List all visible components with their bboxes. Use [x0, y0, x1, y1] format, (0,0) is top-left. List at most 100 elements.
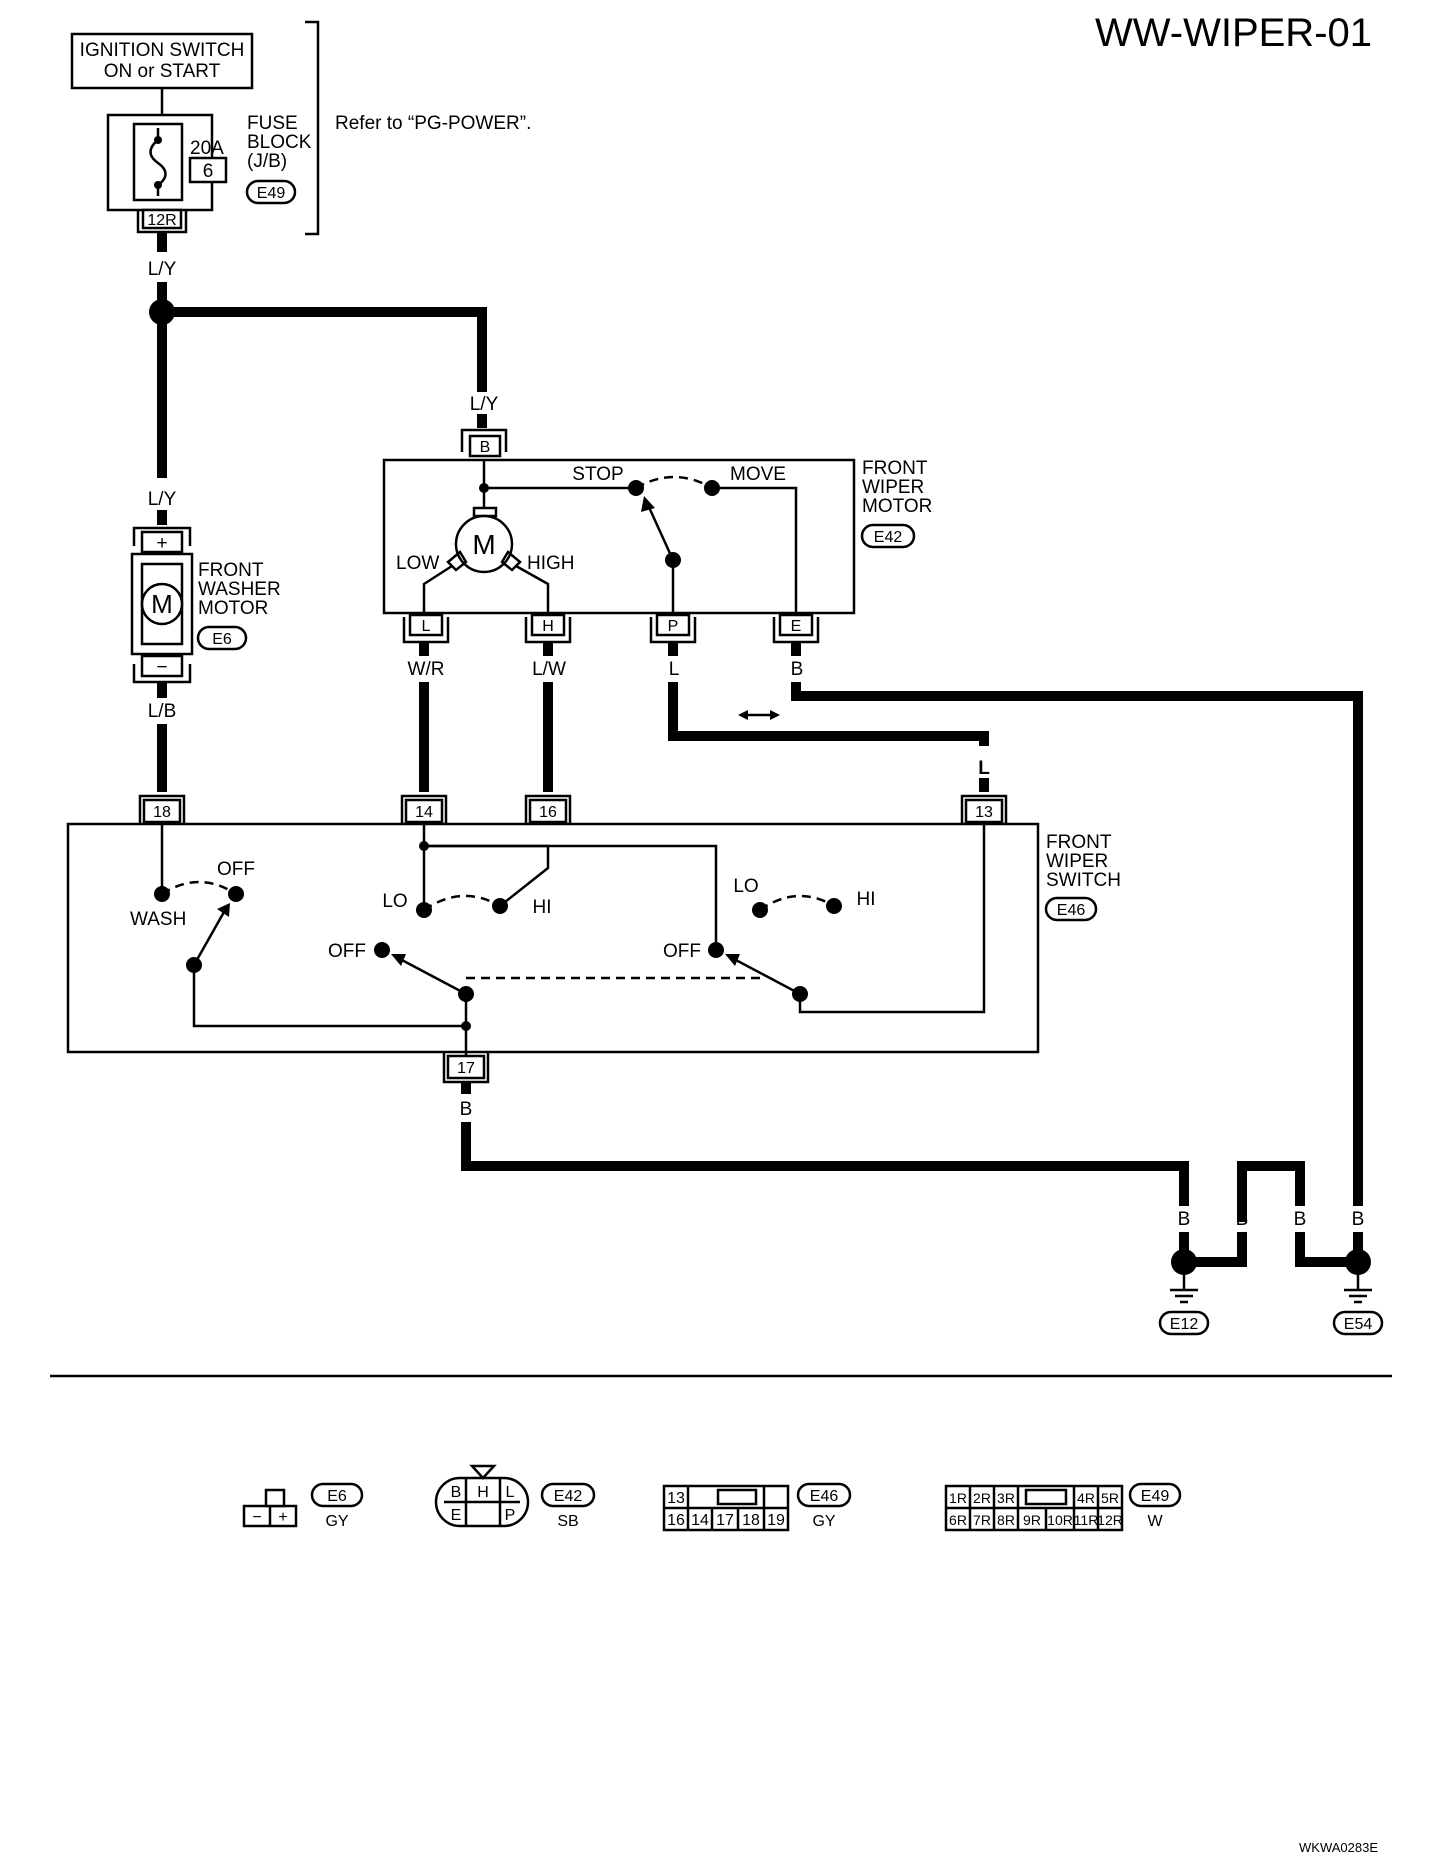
wiper-motor-pin-e: E	[772, 613, 820, 644]
svg-text:GY: GY	[325, 1513, 348, 1530]
fuse-number: 6	[203, 161, 214, 182]
fuse-block-connector-id: E49	[257, 185, 286, 202]
switch-pin-14: 14	[400, 794, 448, 824]
wire-color-b-g2: B	[1236, 1209, 1249, 1230]
svg-text:B: B	[480, 439, 491, 456]
wire-color-ly-2: L/Y	[148, 489, 177, 510]
wire-color-ly-3: L/Y	[470, 394, 499, 415]
svg-text:2R: 2R	[973, 1490, 991, 1506]
connector-e49: 1R 2R 3R 4R 5R 6R 7R 8R 9R 10R 11R 12R E…	[944, 1482, 1182, 1532]
wire-color-b-17: B	[460, 1099, 473, 1120]
wiper-switch-label-1: FRONT	[1046, 832, 1112, 853]
svg-text:18: 18	[153, 804, 171, 821]
svg-text:4R: 4R	[1077, 1490, 1095, 1506]
svg-text:E: E	[451, 1507, 462, 1524]
svg-text:E: E	[791, 618, 802, 635]
wiper-motor-pin-b	[468, 434, 502, 458]
wire-b-switch-ground	[461, 1122, 1189, 1206]
svg-text:12R: 12R	[147, 212, 176, 229]
svg-text:17: 17	[457, 1060, 475, 1077]
svg-text:B: B	[451, 1484, 462, 1501]
ground-e12-badge	[1158, 1310, 1210, 1336]
ground-e54-label: E54	[1344, 1316, 1373, 1333]
wiper-motor-label-3: MOTOR	[862, 496, 932, 517]
switch-pin-18: 18	[138, 794, 186, 824]
svg-text:E46: E46	[1057, 902, 1086, 919]
svg-text:7R: 7R	[973, 1512, 991, 1528]
switch-wash: WASH	[130, 909, 186, 930]
ground-icon-e54	[1344, 1262, 1372, 1304]
wire-color-b-g1: B	[1178, 1209, 1191, 1230]
switch-lo-1: LO	[382, 891, 407, 912]
svg-text:9R: 9R	[1023, 1512, 1041, 1528]
svg-text:P: P	[505, 1507, 516, 1524]
svg-text:−: −	[156, 657, 167, 678]
svg-text:14: 14	[415, 804, 433, 821]
ground-icon-e12	[1170, 1262, 1198, 1304]
wire-color-b-g3: B	[1294, 1209, 1307, 1230]
ground-e54-badge	[1332, 1310, 1384, 1336]
svg-text:SB: SB	[557, 1513, 578, 1530]
ignition-label-2: ON or START	[104, 61, 221, 82]
fuse-block-label-2: BLOCK	[247, 132, 312, 153]
wire-color-lb: L/B	[148, 701, 177, 722]
svg-text:10R: 10R	[1047, 1512, 1073, 1528]
wiper-switch-label-3: SWITCH	[1046, 870, 1121, 891]
switch-off-2: OFF	[663, 941, 701, 962]
wiper-switch-connector-badge	[1044, 896, 1098, 922]
washer-connector-badge	[196, 625, 248, 651]
switch-hi-2: HI	[857, 889, 876, 910]
wiper-motor-move: MOVE	[730, 464, 786, 485]
wiper-switch-box	[66, 822, 1040, 1054]
wiper-motor-icon	[454, 514, 514, 574]
svg-text:16: 16	[539, 804, 557, 821]
switch-hi-1: HI	[533, 897, 552, 918]
wire-l	[668, 682, 989, 746]
wiper-motor-pin-p: P	[649, 613, 697, 644]
diagram-title: WW-WIPER-01	[1095, 11, 1372, 55]
fuse-amperage: 20A	[190, 138, 224, 159]
svg-text:M: M	[151, 589, 173, 619]
svg-text:W: W	[1147, 1513, 1163, 1530]
switch-pin-13: 13	[960, 794, 1008, 824]
washer-label-3: MOTOR	[198, 598, 268, 619]
svg-text:14: 14	[691, 1512, 709, 1529]
svg-text:13: 13	[667, 1490, 685, 1507]
ground-e12-label: E12	[1170, 1316, 1199, 1333]
fuse-number-box	[188, 156, 228, 184]
svg-text:11R: 11R	[1074, 1512, 1099, 1528]
wiper-motor-low: LOW	[396, 553, 439, 574]
svg-text:+: +	[278, 1509, 287, 1526]
wire-b-motor-ground	[791, 682, 1363, 1206]
wire-color-l-p: L	[669, 659, 680, 680]
svg-text:17: 17	[716, 1512, 734, 1529]
svg-text:L: L	[422, 618, 431, 635]
connector-e6: − + E6 GY	[242, 1482, 364, 1530]
wire-ly-to-wiper-motor	[162, 307, 487, 392]
connector-e42: B H L E P E42 SB	[434, 1464, 596, 1530]
wire-color-wr: W/R	[408, 659, 445, 680]
switch-wash-off: OFF	[217, 859, 255, 880]
fuse-block-label-3: (J/B)	[247, 151, 287, 172]
svg-text:18: 18	[742, 1512, 760, 1529]
washer-label-2: WASHER	[198, 579, 281, 600]
switch-lo-2: LO	[733, 876, 758, 897]
wiper-motor-label-2: WIPER	[862, 477, 924, 498]
wiper-motor-connector-badge	[860, 523, 916, 549]
wiper-motor-pin-h: H	[524, 613, 572, 644]
wiper-switch-label-2: WIPER	[1046, 851, 1108, 872]
footer-code: WKWA0283E	[1299, 1840, 1378, 1855]
refer-note: Refer to “PG-POWER”.	[335, 113, 531, 134]
fuse-block-connector-badge	[245, 179, 297, 205]
wiper-motor-stop: STOP	[572, 464, 623, 485]
wire-color-b-e: B	[791, 659, 804, 680]
svg-text:−: −	[252, 1509, 261, 1526]
washer-plus-pin	[140, 530, 184, 554]
wire-color-l-13: L	[978, 758, 990, 779]
wire-color-ly-1: L/Y	[148, 259, 177, 280]
washer-motor-icon	[140, 582, 184, 626]
wiper-motor-label-1: FRONT	[862, 458, 928, 479]
svg-text:1R: 1R	[949, 1490, 967, 1506]
svg-text:3R: 3R	[997, 1490, 1015, 1506]
